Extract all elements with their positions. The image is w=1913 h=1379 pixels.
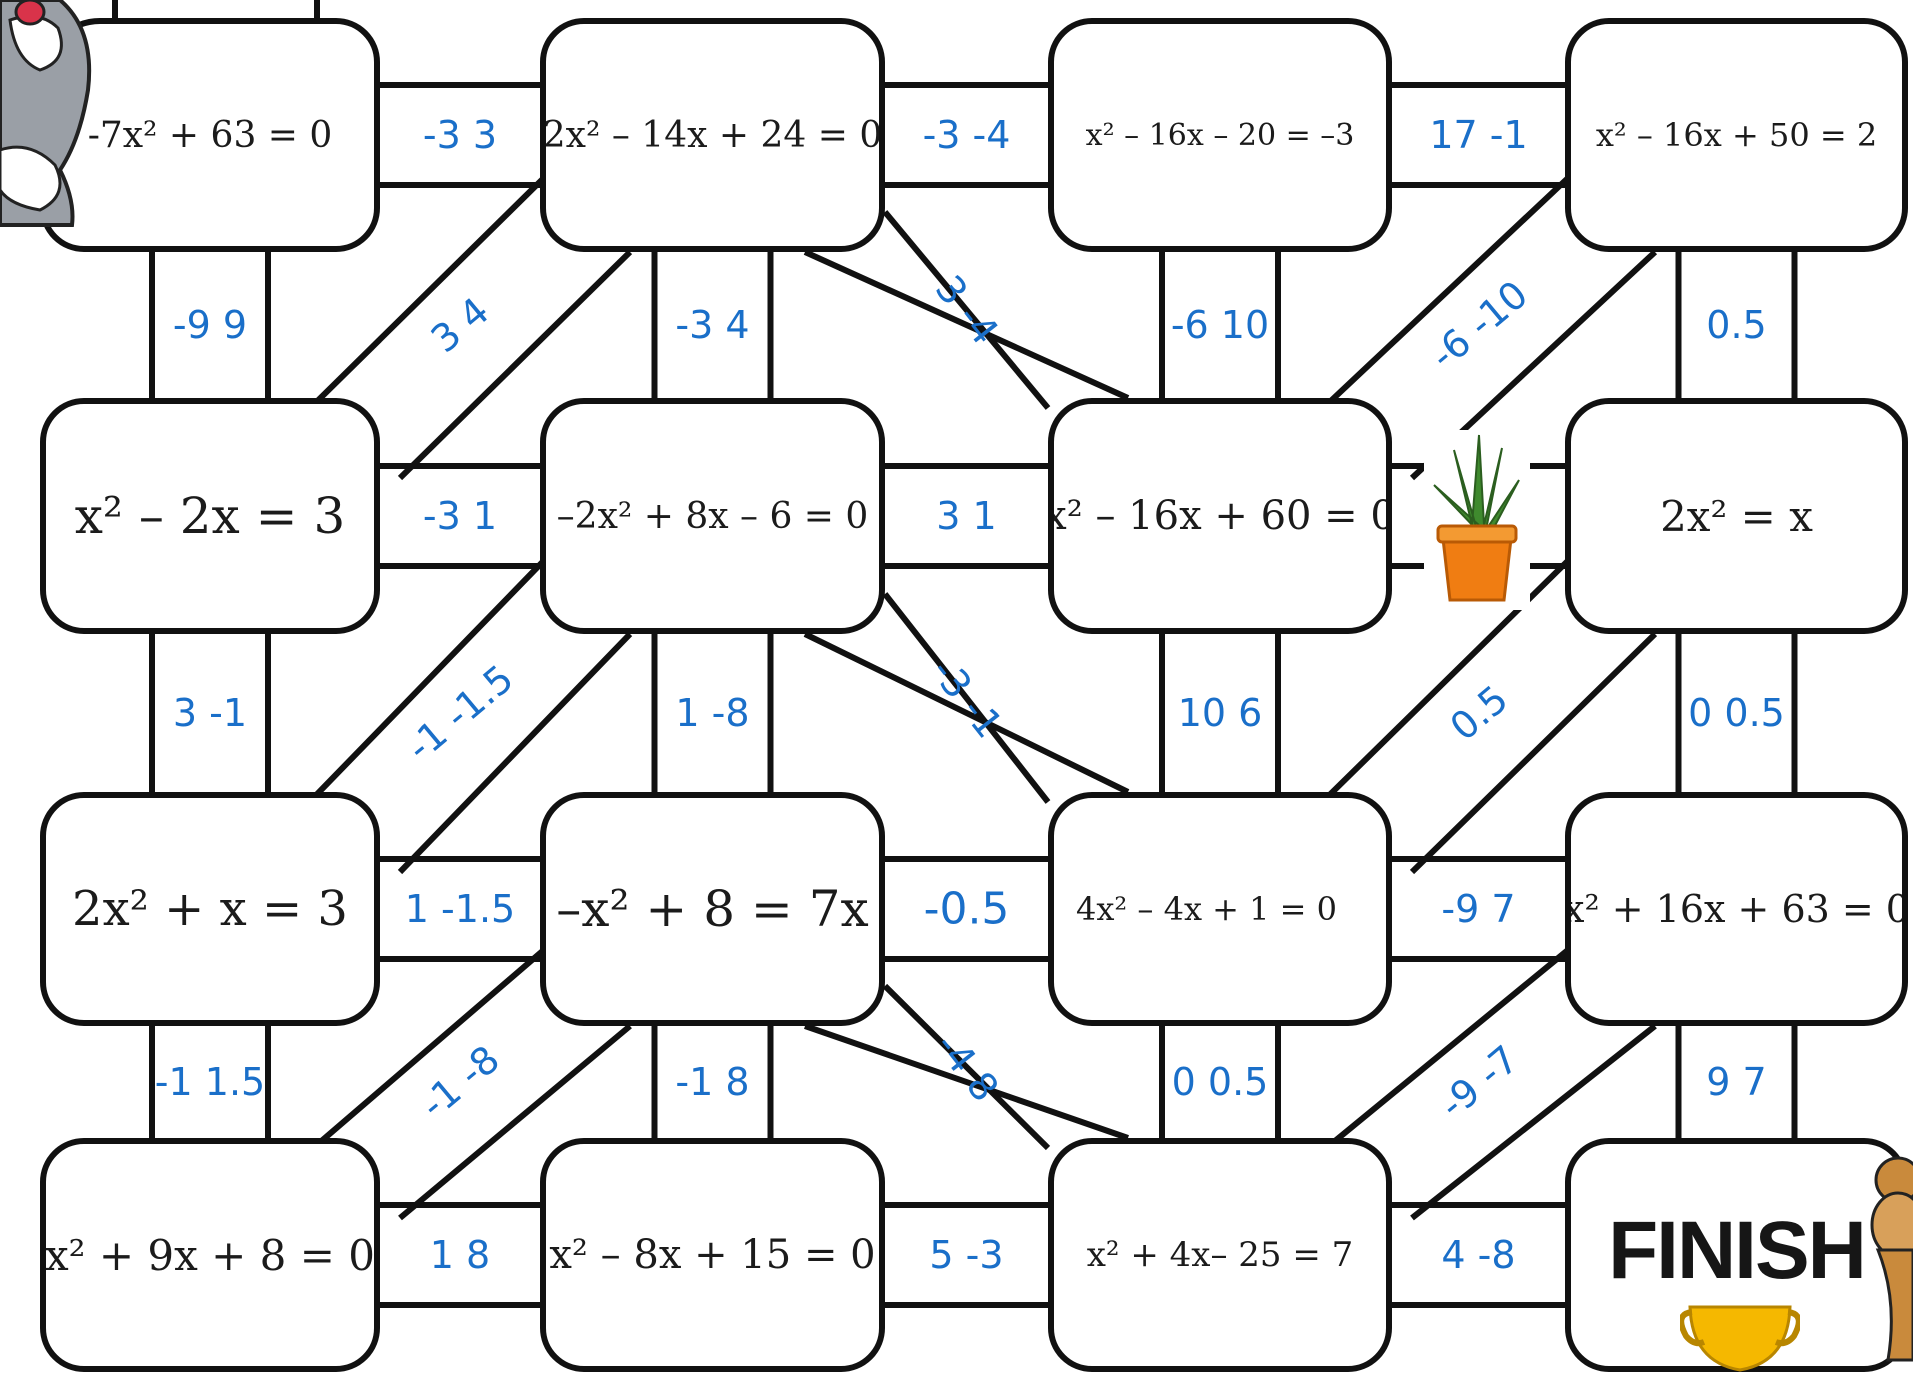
answer-label[interactable]: 1 -1.5 [404,887,516,931]
answer-label[interactable]: -3 3 [422,113,498,157]
equation-cell[interactable]: x² + 4x– 25 = 7 [1048,1138,1392,1372]
equation-text: x² – 2x = 3 [74,487,346,545]
answer-label[interactable]: -3 -4 [922,113,1011,157]
corridor-edge [882,592,1051,804]
equation-cell[interactable]: 2x² = x [1565,398,1908,634]
equation-text: 4x² – 4x + 1 = 0 [1076,890,1338,928]
answer-label[interactable]: 3 1 [936,494,997,538]
answer-label[interactable]: -0.5 [923,883,1010,935]
equation-cell[interactable]: –2x² + 8x – 6 = 0 [540,398,885,634]
answer-label[interactable]: 0 0.5 [1171,1060,1269,1104]
answer-label[interactable]: -1 8 [675,1060,750,1104]
finish-label: FINISH [1608,1205,1867,1296]
equation-text: x² – 8x + 15 = 0 [549,1232,876,1278]
equation-cell[interactable]: 2x² + x = 3 [40,792,380,1026]
corridor-edge [803,631,1130,795]
equation-text: 2x² + x = 3 [72,881,348,937]
answer-label[interactable]: 1 8 [429,1233,491,1277]
answer-label[interactable]: 1 -8 [675,691,750,735]
corridor-edge [803,249,1130,401]
corridor-edge [804,1023,1129,1141]
equation-text: x² + 4x– 25 = 7 [1086,1235,1354,1275]
answer-label[interactable]: -3 4 [675,303,750,347]
answer-label[interactable]: -3 1 [422,494,498,538]
answer-label[interactable]: -9 7 [1441,887,1516,931]
equation-text: 2x² = x [1660,491,1813,541]
equation-cell[interactable]: -7x² + 63 = 0 [40,18,380,252]
equation-cell[interactable]: x² + 16x + 63 = 0 [1565,792,1908,1026]
corridor-edge [882,983,1051,1151]
corridor-edge [1300,933,1587,1171]
corridor-edge [288,933,562,1171]
corridor-edge [398,1023,632,1221]
equation-cell[interactable]: x² – 16x – 20 = –3 [1048,18,1392,252]
answer-label[interactable]: 17 -1 [1429,113,1528,157]
equation-cell[interactable]: –x² + 8 = 7x [540,792,885,1026]
corridor-edge [1410,1023,1657,1221]
equation-text: x² – 16x + 50 = 2 [1595,116,1878,154]
answer-label[interactable]: 0.5 [1706,303,1767,347]
trophy-icon [1678,1302,1802,1377]
equation-text: -7x² + 63 = 0 [87,114,333,156]
corridor-edge [882,210,1051,410]
corridor-edge [397,249,633,481]
answer-label[interactable]: 5 -3 [929,1233,1004,1277]
corridor-edge [397,631,633,875]
equation-cell[interactable]: 4x² – 4x + 1 = 0 [1048,792,1392,1026]
corridor-edge [287,159,563,431]
equation-text: x² + 16x + 63 = 0 [1565,887,1908,931]
equation-text: x² – 16x – 20 = –3 [1085,117,1355,153]
equation-text: 2x² – 14x + 24 = 0 [542,114,883,156]
cat-icon [0,0,100,235]
equation-cell[interactable]: x² + 9x + 8 = 0 [40,1138,380,1372]
corridor-edge [1299,541,1588,825]
answer-label[interactable]: 9 7 [1706,1060,1767,1104]
equation-cell[interactable]: x² – 16x + 50 = 2 [1565,18,1908,252]
equation-text: –2x² + 8x – 6 = 0 [556,495,869,537]
equation-text: –x² + 8 = 7x [556,880,869,938]
corridor-edge [1409,631,1658,875]
equation-text: x² – 16x + 60 = 0 [1048,493,1392,539]
corridor-edge [287,541,563,825]
mouse-icon [1858,1150,1913,1379]
plant-pot-icon [1424,430,1530,615]
equation-cell[interactable]: x² – 2x = 3 [40,398,380,634]
answer-label[interactable]: -9 9 [172,303,248,347]
answer-label[interactable]: -6 10 [1170,303,1270,347]
answer-label[interactable]: 10 6 [1177,691,1263,735]
answer-label[interactable]: 4 -8 [1441,1233,1516,1277]
answer-label[interactable]: 3 -1 [172,691,248,735]
answer-label[interactable]: 0 0.5 [1688,691,1785,735]
equation-cell[interactable]: x² – 8x + 15 = 0 [540,1138,885,1372]
equation-text: x² + 9x + 8 = 0 [44,1230,376,1280]
answer-label[interactable]: -1 1.5 [154,1060,266,1104]
corridor-edge [1299,159,1588,431]
equation-cell[interactable]: 2x² – 14x + 24 = 0 [540,18,885,252]
equation-cell[interactable]: x² – 16x + 60 = 0 [1048,398,1392,634]
